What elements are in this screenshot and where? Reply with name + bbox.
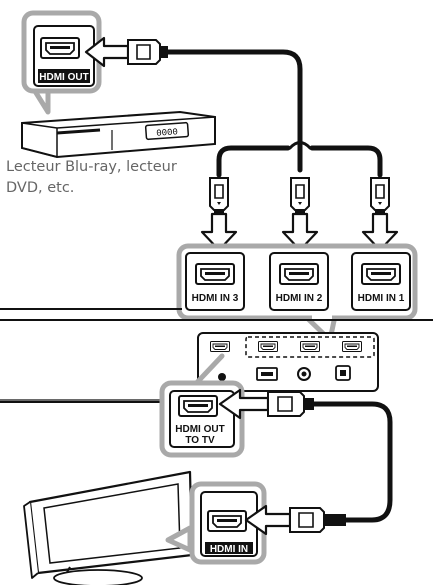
tv-cable [311, 401, 393, 523]
tv-cable-plug [289, 507, 346, 533]
source-caption-line-2: DVD, etc. [6, 180, 74, 196]
source-hdmi-out-callout: HDMI OUT [21, 10, 102, 115]
plug-hdmi-in-3 [200, 177, 238, 252]
hdmi-in-2-label: HDMI IN 2 [276, 293, 323, 304]
tv-icon [23, 470, 194, 585]
hdmi-out-to-tv-label-2: TO TV [185, 435, 215, 446]
tv-hdmi-in-callout: HDMI IN [165, 481, 267, 565]
plug-hdmi-in-1 [361, 177, 399, 252]
hdmi-out-to-tv-label-1: HDMI OUT [175, 424, 224, 435]
hdmi-out-to-tv-callout: HDMI OUT TO TV [159, 380, 245, 458]
soundbar-rear-panel [197, 332, 379, 392]
hdmi-out-label: HDMI OUT [39, 72, 88, 83]
plug-hdmi-in-2 [281, 177, 319, 252]
source-cable-plug [127, 39, 168, 65]
tv-hdmi-in-label: HDMI IN [210, 544, 248, 555]
source-caption-line-1: Lecteur Blu-ray, lecteur [6, 159, 177, 175]
player-display: 0000 [156, 127, 178, 138]
hdmi-in-1-label: HDMI IN 1 [358, 293, 405, 304]
hdmi-inputs-callout: HDMI IN 3 HDMI IN 2 HDMI IN 1 [176, 243, 418, 343]
blu-ray-player: 0000 [21, 110, 216, 159]
soundbar-outline [0, 308, 433, 403]
soundbar-out-plug [267, 391, 314, 417]
hdmi-cables [165, 49, 383, 178]
hdmi-in-3-label: HDMI IN 3 [192, 293, 239, 304]
